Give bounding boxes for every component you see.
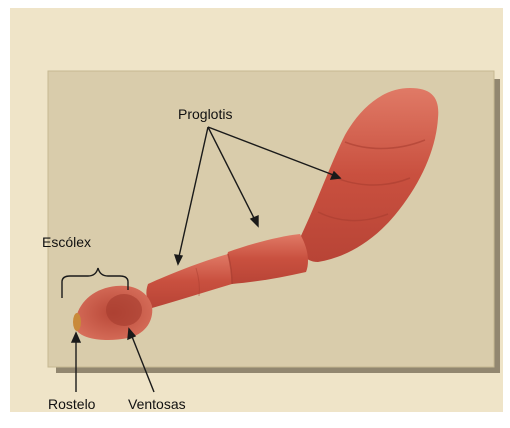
label-escolex: Escólex xyxy=(42,234,91,250)
label-ventosas: Ventosas xyxy=(128,396,186,412)
paper-border-left xyxy=(0,0,10,423)
paper-border-top xyxy=(0,0,510,8)
rostellum xyxy=(73,313,81,331)
paper-border-bottom xyxy=(0,412,510,423)
label-rostelo: Rostelo xyxy=(48,396,95,412)
sucker-ventosa xyxy=(106,294,142,326)
paper-border-right xyxy=(503,0,510,423)
label-proglotis: Proglotis xyxy=(178,106,232,122)
